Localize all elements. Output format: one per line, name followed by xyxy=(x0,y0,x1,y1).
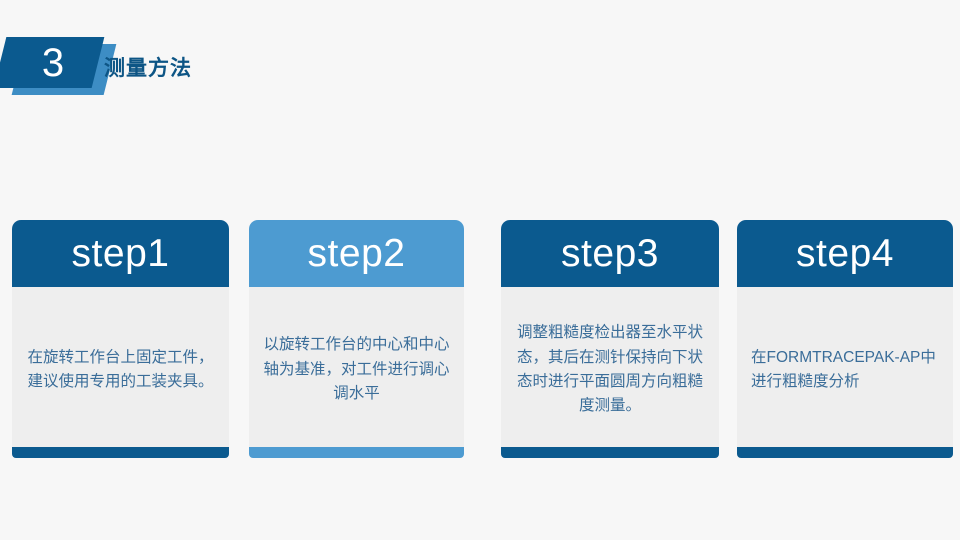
step-card-2-body: 以旋转工作台的中心和中心轴为基准，对工件进行调心调水平 xyxy=(249,287,464,447)
step-card-1-body: 在旋转工作台上固定工件，建议使用专用的工装夹具。 xyxy=(12,287,229,447)
page-title: 测量方法 xyxy=(104,57,192,80)
step-card-2-label: step2 xyxy=(307,232,406,275)
step-card-3-text: 调整粗糙度检出器至水平状态，其后在测针保持向下状态时进行平面圆周方向粗糙度测量。 xyxy=(516,324,703,415)
step-card-4-label: step4 xyxy=(796,232,894,275)
step-card-3-header: step3 xyxy=(501,220,719,287)
step-card-2[interactable]: step2 以旋转工作台的中心和中心轴为基准，对工件进行调心调水平 xyxy=(249,220,464,458)
step-card-4-header: step4 xyxy=(737,220,953,287)
step-card-1-footer-bar xyxy=(12,447,229,458)
step-card-1-header: step1 xyxy=(12,220,229,287)
section-badge: 3 xyxy=(0,30,320,105)
step-card-3-body: 调整粗糙度检出器至水平状态，其后在测针保持向下状态时进行平面圆周方向粗糙度测量。 xyxy=(501,287,719,447)
step-card-4-body: 在FORMTRACEPAK-AP中进行粗糙度分析 xyxy=(737,287,953,447)
step-card-1[interactable]: step1 在旋转工作台上固定工件，建议使用专用的工装夹具。 xyxy=(12,220,229,458)
step-card-4-footer-bar xyxy=(737,447,953,458)
step-card-2-text: 以旋转工作台的中心和中心轴为基准，对工件进行调心调水平 xyxy=(263,336,450,403)
step-card-3-label: step3 xyxy=(561,232,659,275)
section-number: 3 xyxy=(41,40,65,85)
step-card-3-footer-bar xyxy=(501,447,719,458)
step-card-4[interactable]: step4 在FORMTRACEPAK-AP中进行粗糙度分析 xyxy=(737,220,953,458)
slide-header: 3 测量方法 xyxy=(0,0,960,130)
step-card-2-header: step2 xyxy=(249,220,464,287)
step-card-1-label: step1 xyxy=(71,232,170,275)
step-card-2-footer-bar xyxy=(249,447,464,458)
step-card-3[interactable]: step3 调整粗糙度检出器至水平状态，其后在测针保持向下状态时进行平面圆周方向… xyxy=(501,220,719,458)
step-card-4-text: 在FORMTRACEPAK-AP中进行粗糙度分析 xyxy=(751,348,936,390)
step-card-1-text: 在旋转工作台上固定工件，建议使用专用的工装夹具。 xyxy=(27,348,214,390)
